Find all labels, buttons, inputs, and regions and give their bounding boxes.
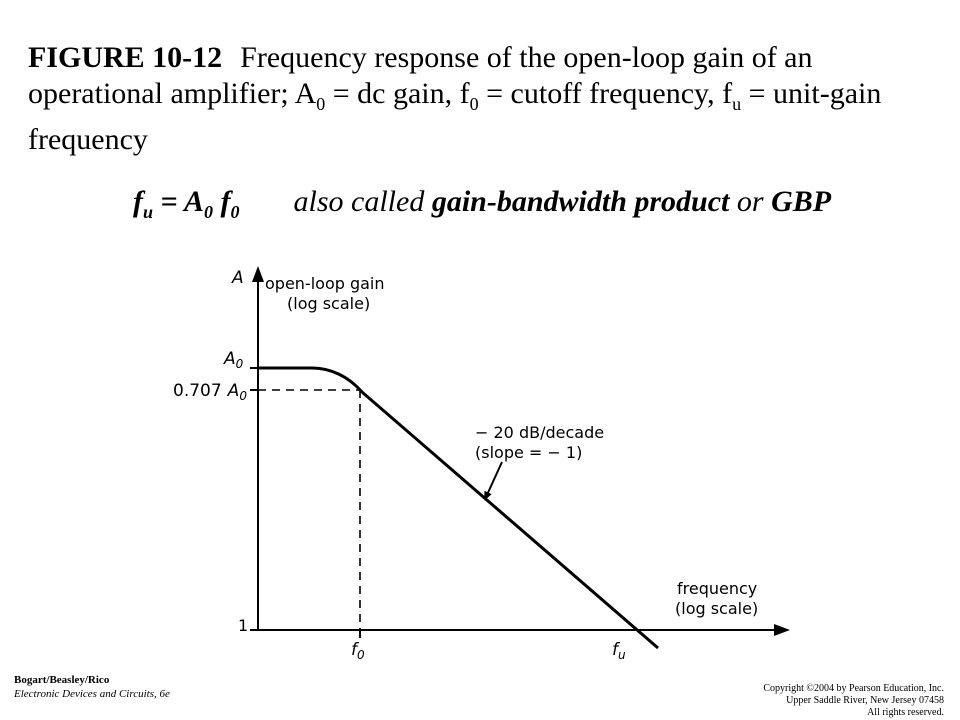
slope-label-line-1: − 20 dB/decade <box>475 423 604 442</box>
x-axis-arrowhead <box>774 624 790 636</box>
copyright-line-2: Upper Saddle River, New Jersey 07458 <box>786 695 944 706</box>
gbp-note-bold: gain-bandwidth product <box>431 185 730 218</box>
y-axis-label-line-1: open-loop gain <box>265 274 385 293</box>
formula-f0-sub: 0 <box>230 202 240 222</box>
caption-sub-1: 0 <box>316 94 326 114</box>
gbp-note-prefix: also called <box>293 185 432 218</box>
footer-authors: Bogart/Beasley/Rico <box>14 674 110 686</box>
caption-text-2: = dc gain, f <box>325 77 470 110</box>
caption-sub-2: 0 <box>469 94 479 114</box>
gbp-note-bold-2: GBP <box>771 185 832 218</box>
slope-annotation-arrow <box>484 461 503 501</box>
caption-text-3: = cutoff frequency, f <box>478 77 733 110</box>
tick-one-label: 1 <box>238 616 248 635</box>
tick-0707-symbol: A <box>227 381 240 401</box>
formula-f0-symbol: f <box>213 185 231 218</box>
gbp-note: also called gain-bandwidth product or GB… <box>294 185 832 218</box>
tick-f0-symbol: f <box>351 640 360 660</box>
tick-fu-symbol: f <box>612 640 621 660</box>
tick-fu-sub: u <box>618 648 626 660</box>
copyright-line-3: All rights reserved. <box>867 707 944 718</box>
open-loop-gain-curve <box>258 366 659 650</box>
tick-f0-label: f0 <box>351 640 365 660</box>
footer-book-title: Electronic Devices and Circuits, 6e <box>14 688 170 700</box>
y-axis-arrowhead <box>252 266 264 282</box>
formula-fu-symbol: f <box>133 185 143 218</box>
y-axis-symbol: A <box>231 268 244 288</box>
formula-fu-sub: u <box>143 202 154 222</box>
tick-a0-symbol: A <box>223 349 236 369</box>
footer-credits: Bogart/Beasley/Rico Electronic Devices a… <box>14 673 170 701</box>
tick-fu-label: fu <box>612 640 626 660</box>
formula-a0-symbol: A <box>184 185 205 218</box>
x-axis-label-line-1: frequency <box>677 579 757 598</box>
y-axis-label-line-2: (log scale) <box>287 294 370 313</box>
footer-copyright: Copyright ©2004 by Pearson Education, In… <box>763 683 944 719</box>
slope-label-line-2: (slope = − 1) <box>475 443 582 462</box>
tick-a0-label: A0 <box>223 349 244 371</box>
caption-sub-3: u <box>732 94 742 114</box>
tick-0707-prefix: 0.707 <box>173 381 222 401</box>
x-axis-label-line-2: (log scale) <box>675 599 758 618</box>
caption-text-4: = unit-gain frequency <box>28 77 882 156</box>
figure-label: FIGURE 10-12 <box>28 41 223 74</box>
copyright-line-1: Copyright ©2004 by Pearson Education, In… <box>763 683 944 694</box>
tick-a0-sub: 0 <box>236 357 244 371</box>
gbp-note-mid: or <box>729 185 772 218</box>
tick-0707-sub: 0 <box>239 389 247 403</box>
caption-text-1: Frequency response of the open-loop gain… <box>28 41 813 110</box>
gbp-formula: fu = A0 f0 <box>133 185 240 222</box>
tick-f0-sub: 0 <box>357 648 365 660</box>
formula-a0-sub: 0 <box>204 202 214 222</box>
formula-equals: = <box>153 185 184 218</box>
